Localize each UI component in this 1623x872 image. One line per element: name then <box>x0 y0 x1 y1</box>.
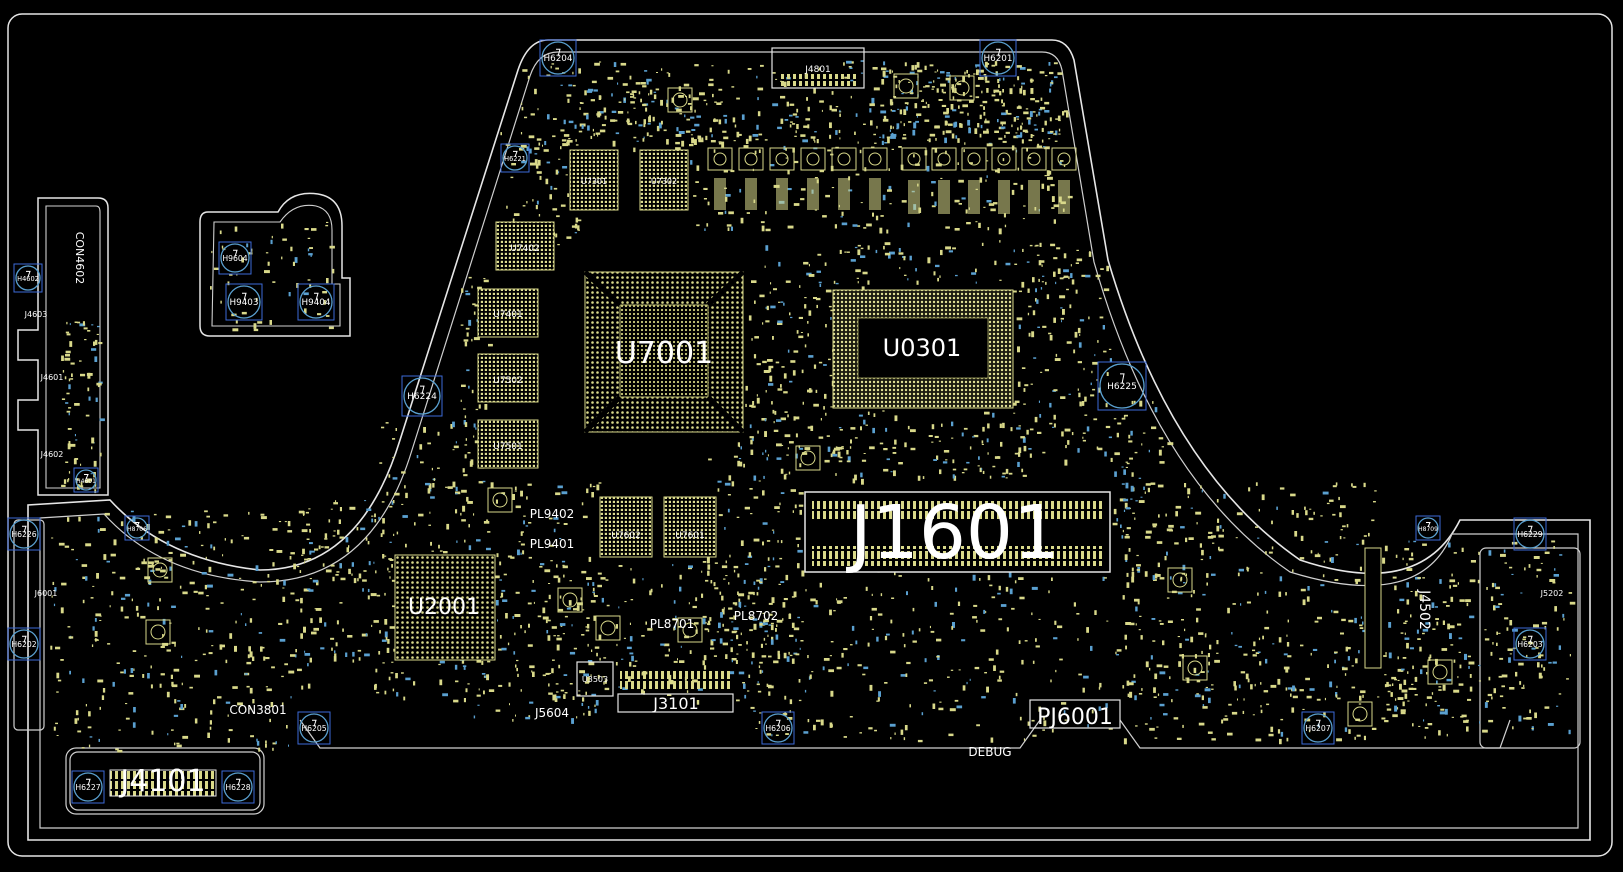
label-u7602: U7602 <box>611 531 641 541</box>
mounting-hole-h6204 <box>539 39 577 77</box>
label-j4601: J4601 <box>40 373 64 382</box>
board-outline <box>7 13 1613 857</box>
label-h6224: H6224 <box>407 392 437 402</box>
memory-chips <box>477 149 717 558</box>
label-u7601: U7601 <box>675 531 705 541</box>
mounting-hole-h6201 <box>979 39 1017 77</box>
label-j6001: J6001 <box>34 589 58 598</box>
mounting-hole-h6206 <box>761 711 795 745</box>
mounting-hole-h8709 <box>1415 515 1441 541</box>
chip-u2001 <box>394 554 496 661</box>
left-daughter-board-outline <box>17 197 109 496</box>
label-j4101: J4101 <box>118 764 205 799</box>
label-h6205: H6205 <box>301 724 326 733</box>
mounting-hole-h6203 <box>1513 627 1547 661</box>
connector-j4801 <box>771 47 865 89</box>
label-h6221: H6221 <box>504 155 526 163</box>
motherboard-outline <box>27 39 1591 841</box>
connector-pj6001 <box>1029 699 1121 729</box>
mounting-hole-h4602 <box>13 263 43 293</box>
mounting-hole-h8706 <box>124 515 150 541</box>
mounting-hole-h6202 <box>7 627 41 661</box>
gpu-chip-u7001 <box>583 270 745 434</box>
mounting-hole-h9404 <box>297 283 335 321</box>
label-h4601: H4601 <box>76 478 96 485</box>
label-h6202: H6202 <box>11 640 36 649</box>
label-h6204: H6204 <box>543 54 572 64</box>
label-pl9401: PL9401 <box>530 537 574 551</box>
connector-j1601 <box>804 491 1111 573</box>
label-pl9402: PL9402 <box>530 507 574 521</box>
mounting-hole-h6228 <box>221 770 255 804</box>
label-u3503: U3503 <box>582 675 608 684</box>
mounting-hole-h6225 <box>1097 361 1147 411</box>
label-u7001: U7001 <box>615 336 713 371</box>
component-labels: U7001 U0301 J1601 U2001 J3101 J4101 PJ60… <box>24 65 1564 799</box>
label-h9404: H9404 <box>301 298 330 308</box>
connector-j4502 <box>1364 547 1382 669</box>
label-pl8701: PL8701 <box>650 617 694 631</box>
connector-j4101 <box>109 769 217 797</box>
label-h6229: H6229 <box>1517 530 1542 539</box>
label-h6225: H6225 <box>1107 382 1137 392</box>
label-h6227: H6227 <box>75 783 100 792</box>
label-j5202: J5202 <box>1540 589 1564 598</box>
label-u7502: U7502 <box>493 376 523 386</box>
label-con3801: CON3801 <box>229 703 286 717</box>
label-h9604: H9604 <box>222 254 247 263</box>
label-debug: DEBUG <box>968 745 1011 759</box>
label-j3101: J3101 <box>652 694 698 713</box>
label-u7402: U7402 <box>510 244 540 254</box>
label-h9403: H9403 <box>229 298 258 308</box>
label-j4502: J4502 <box>1416 589 1432 630</box>
inductor-row <box>145 73 1453 727</box>
mounting-hole-h4601 <box>73 467 99 493</box>
cpu-chip-u0301 <box>832 289 1014 409</box>
connector-j3101 <box>617 670 734 713</box>
mounting-hole-h6229 <box>1513 517 1547 551</box>
label-pj6001: PJ6001 <box>1037 705 1113 730</box>
label-h6207: H6207 <box>1305 724 1330 733</box>
label-j4602: J4602 <box>40 450 64 459</box>
label-u7501: U7501 <box>493 442 523 452</box>
label-u2001: U2001 <box>408 595 480 620</box>
mounting-hole-h6205 <box>297 711 331 745</box>
label-h8709: H8709 <box>1418 526 1438 533</box>
mounting-hole-h6227 <box>71 770 105 804</box>
chip-u3503 <box>576 661 614 697</box>
label-u7302: U7302 <box>651 177 677 186</box>
mounting-hole-h9403 <box>225 283 263 321</box>
mounting-holes <box>7 39 1547 804</box>
label-u7301: U7301 <box>581 177 607 186</box>
label-j4801: J4801 <box>804 65 831 75</box>
label-h6201: H6201 <box>983 54 1012 64</box>
label-h6206: H6206 <box>765 724 790 733</box>
label-j4603: J4603 <box>24 310 48 319</box>
mounting-hole-h6226 <box>7 517 41 551</box>
label-h6228: H6228 <box>225 783 250 792</box>
mounting-hole-h6221 <box>500 143 530 173</box>
label-pl8702: PL8702 <box>734 609 778 623</box>
label-u0301: U0301 <box>883 334 962 362</box>
left-daughter-board-inner <box>45 205 101 489</box>
small-module-inner <box>211 204 341 327</box>
small-module-outline <box>199 192 351 337</box>
bottom-edge-outlines <box>13 519 1581 815</box>
label-j1601: J1601 <box>846 490 1060 576</box>
label-h8706: H8706 <box>127 526 147 533</box>
mounting-hole-h9604 <box>218 241 252 275</box>
label-h4602: H4602 <box>17 275 39 283</box>
label-j5604: J5604 <box>534 706 569 720</box>
label-u7401: U7401 <box>493 310 523 320</box>
mounting-hole-h6207 <box>1301 711 1335 745</box>
label-con4602: CON4602 <box>73 232 86 285</box>
motherboard-inner-outline <box>39 51 1579 829</box>
mounting-hole-h6224 <box>401 375 443 417</box>
label-h6226: H6226 <box>11 530 36 539</box>
component-clusters <box>50 60 1576 753</box>
label-h6203: H6203 <box>1517 640 1542 649</box>
